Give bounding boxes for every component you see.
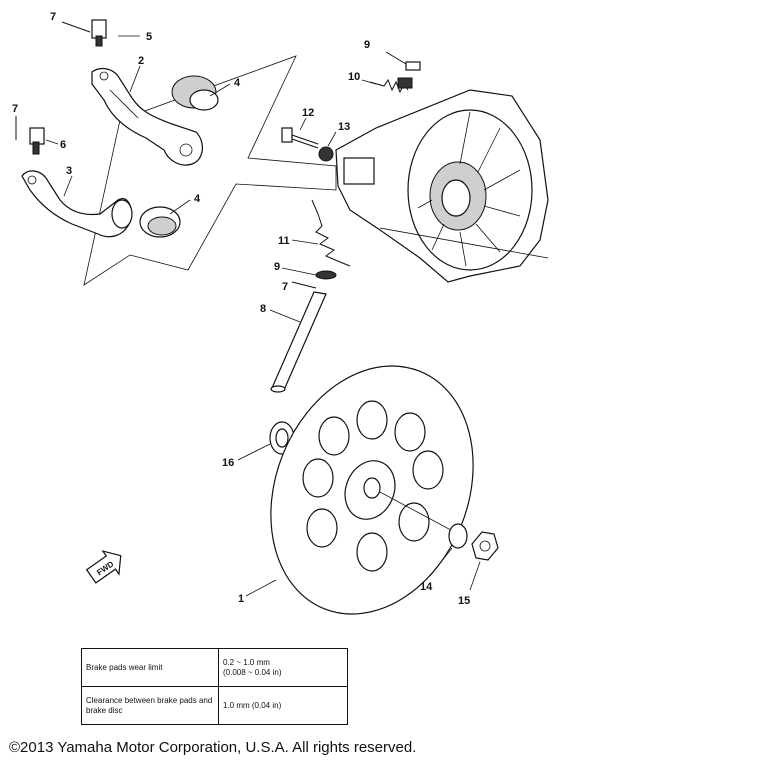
pin-7-lower <box>291 281 317 289</box>
callout-2: 2 <box>138 55 144 67</box>
brake-pad-4-lower <box>139 206 181 238</box>
adjuster-5 <box>61 19 107 47</box>
callout-12: 12 <box>302 107 314 119</box>
callout-14: 14 <box>420 581 433 593</box>
brake-disc-1 <box>270 365 474 615</box>
callout-1: 1 <box>238 593 244 605</box>
callout-15: 15 <box>458 595 470 607</box>
exploded-parts-diagram: FWD 7 5 2 4 7 6 3 4 9 10 12 13 11 9 7 <box>12 11 549 615</box>
callout-16: 16 <box>222 457 234 469</box>
callout-labels: 7 5 2 4 7 6 3 4 9 10 12 13 11 9 7 8 16 1… <box>12 11 470 607</box>
spec-value-wear-limit: 0.2 ~ 1.0 mm (0.008 ~ 0.04 in) <box>218 648 348 687</box>
spring-10 <box>369 77 413 94</box>
nut-15 <box>471 531 499 561</box>
callout-4: 4 <box>234 77 241 89</box>
spec-label-wear-limit: Brake pads wear limit <box>81 648 219 687</box>
callout-4: 4 <box>194 193 201 205</box>
callout-8: 8 <box>260 303 266 315</box>
brake-arm-2 <box>91 67 203 166</box>
spec-value-line: (0.008 ~ 0.04 in) <box>223 667 282 677</box>
forward-direction-marker: FWD <box>85 550 122 584</box>
assembly-outline <box>83 55 337 286</box>
brake-arm-3 <box>21 170 133 238</box>
shaft-8 <box>270 291 327 393</box>
screw-9-upper <box>385 51 421 71</box>
spec-value-line: 0.2 ~ 1.0 mm <box>223 657 270 667</box>
callout-7: 7 <box>282 281 288 293</box>
specification-table: Brake pads wear limit 0.2 ~ 1.0 mm (0.00… <box>81 648 348 725</box>
callout-6: 6 <box>60 139 66 151</box>
spec-value-clearance: 1.0 mm (0.04 in) <box>218 686 348 725</box>
leader-lines <box>45 35 481 597</box>
callout-7: 7 <box>50 11 56 23</box>
caliper-housing <box>335 89 549 283</box>
callout-10: 10 <box>348 71 360 83</box>
callout-9: 9 <box>364 39 370 51</box>
callout-7: 7 <box>12 103 18 115</box>
spec-value-line: 1.0 mm (0.04 in) <box>223 700 282 710</box>
callout-13: 13 <box>338 121 350 133</box>
brake-pad-4-upper <box>171 75 219 111</box>
table-row: Brake pads wear limit 0.2 ~ 1.0 mm (0.00… <box>81 648 348 687</box>
spec-label-clearance: Clearance between brake pads and brake d… <box>81 686 219 725</box>
adjuster-6 <box>15 116 45 155</box>
nut-13 <box>318 146 334 162</box>
callout-3: 3 <box>66 165 72 177</box>
washer-9-lower <box>315 270 337 280</box>
callout-9: 9 <box>274 261 280 273</box>
spring-11 <box>311 199 351 267</box>
table-row: Clearance between brake pads and brake d… <box>81 686 348 725</box>
bolt-12 <box>281 127 319 149</box>
washer-14 <box>448 523 468 549</box>
callout-11: 11 <box>278 235 290 247</box>
copyright-notice: ©2013 Yamaha Motor Corporation, U.S.A. A… <box>9 739 417 756</box>
callout-5: 5 <box>146 31 152 43</box>
